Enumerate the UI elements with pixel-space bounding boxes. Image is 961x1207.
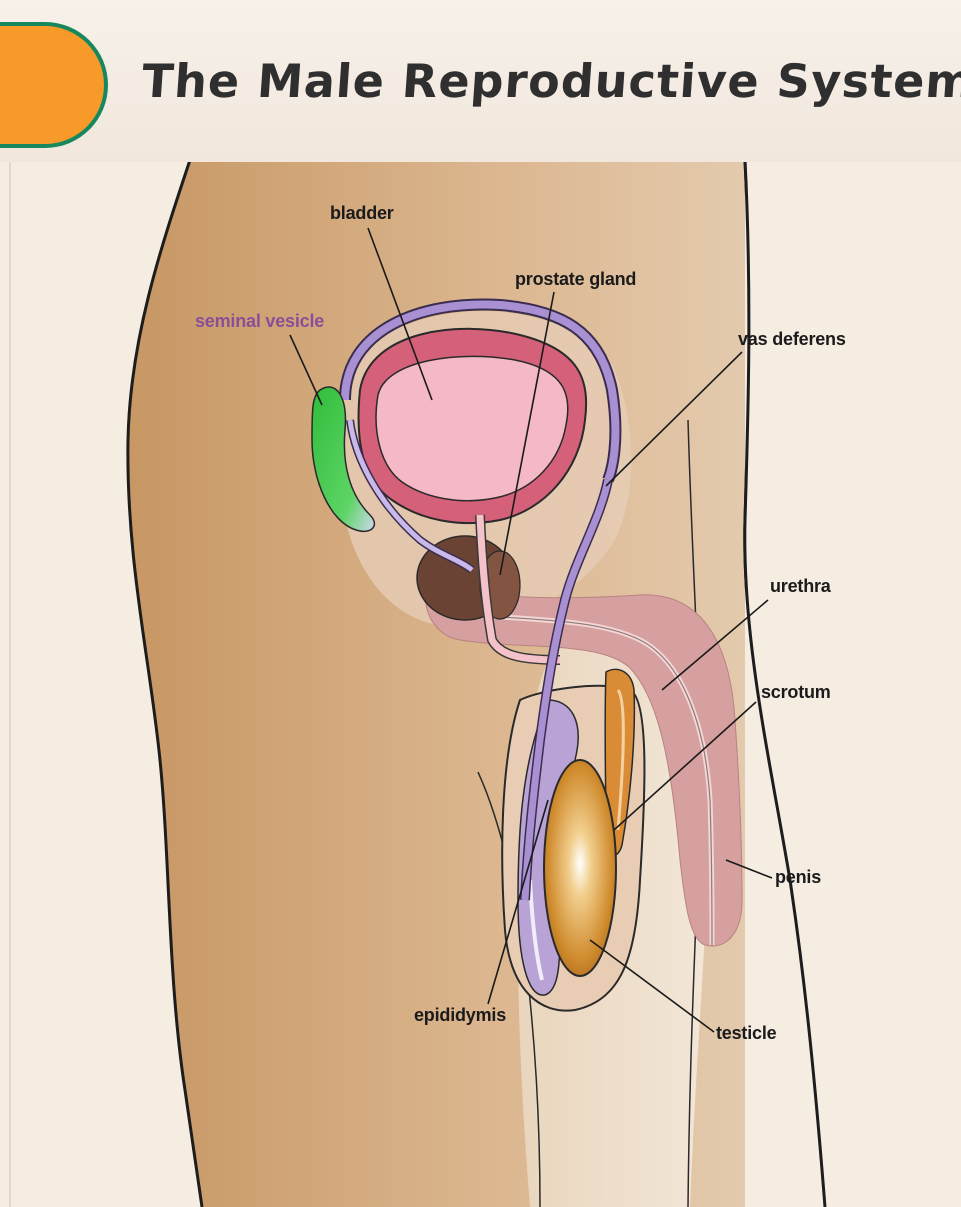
label-prostate-gland: prostate gland [515,270,636,288]
label-urethra: urethra [770,577,831,595]
label-bladder: bladder [330,204,394,222]
testicle-shape [544,760,616,976]
label-seminal-vesicle: seminal vesicle [195,312,324,330]
label-scrotum: scrotum [761,683,831,701]
label-vas-deferens: vas deferens [738,330,846,348]
label-penis: penis [775,868,821,886]
page-title: The Male Reproductive System [140,58,961,104]
label-testicle: testicle [716,1024,776,1042]
label-epididymis: epididymis [414,1006,506,1024]
